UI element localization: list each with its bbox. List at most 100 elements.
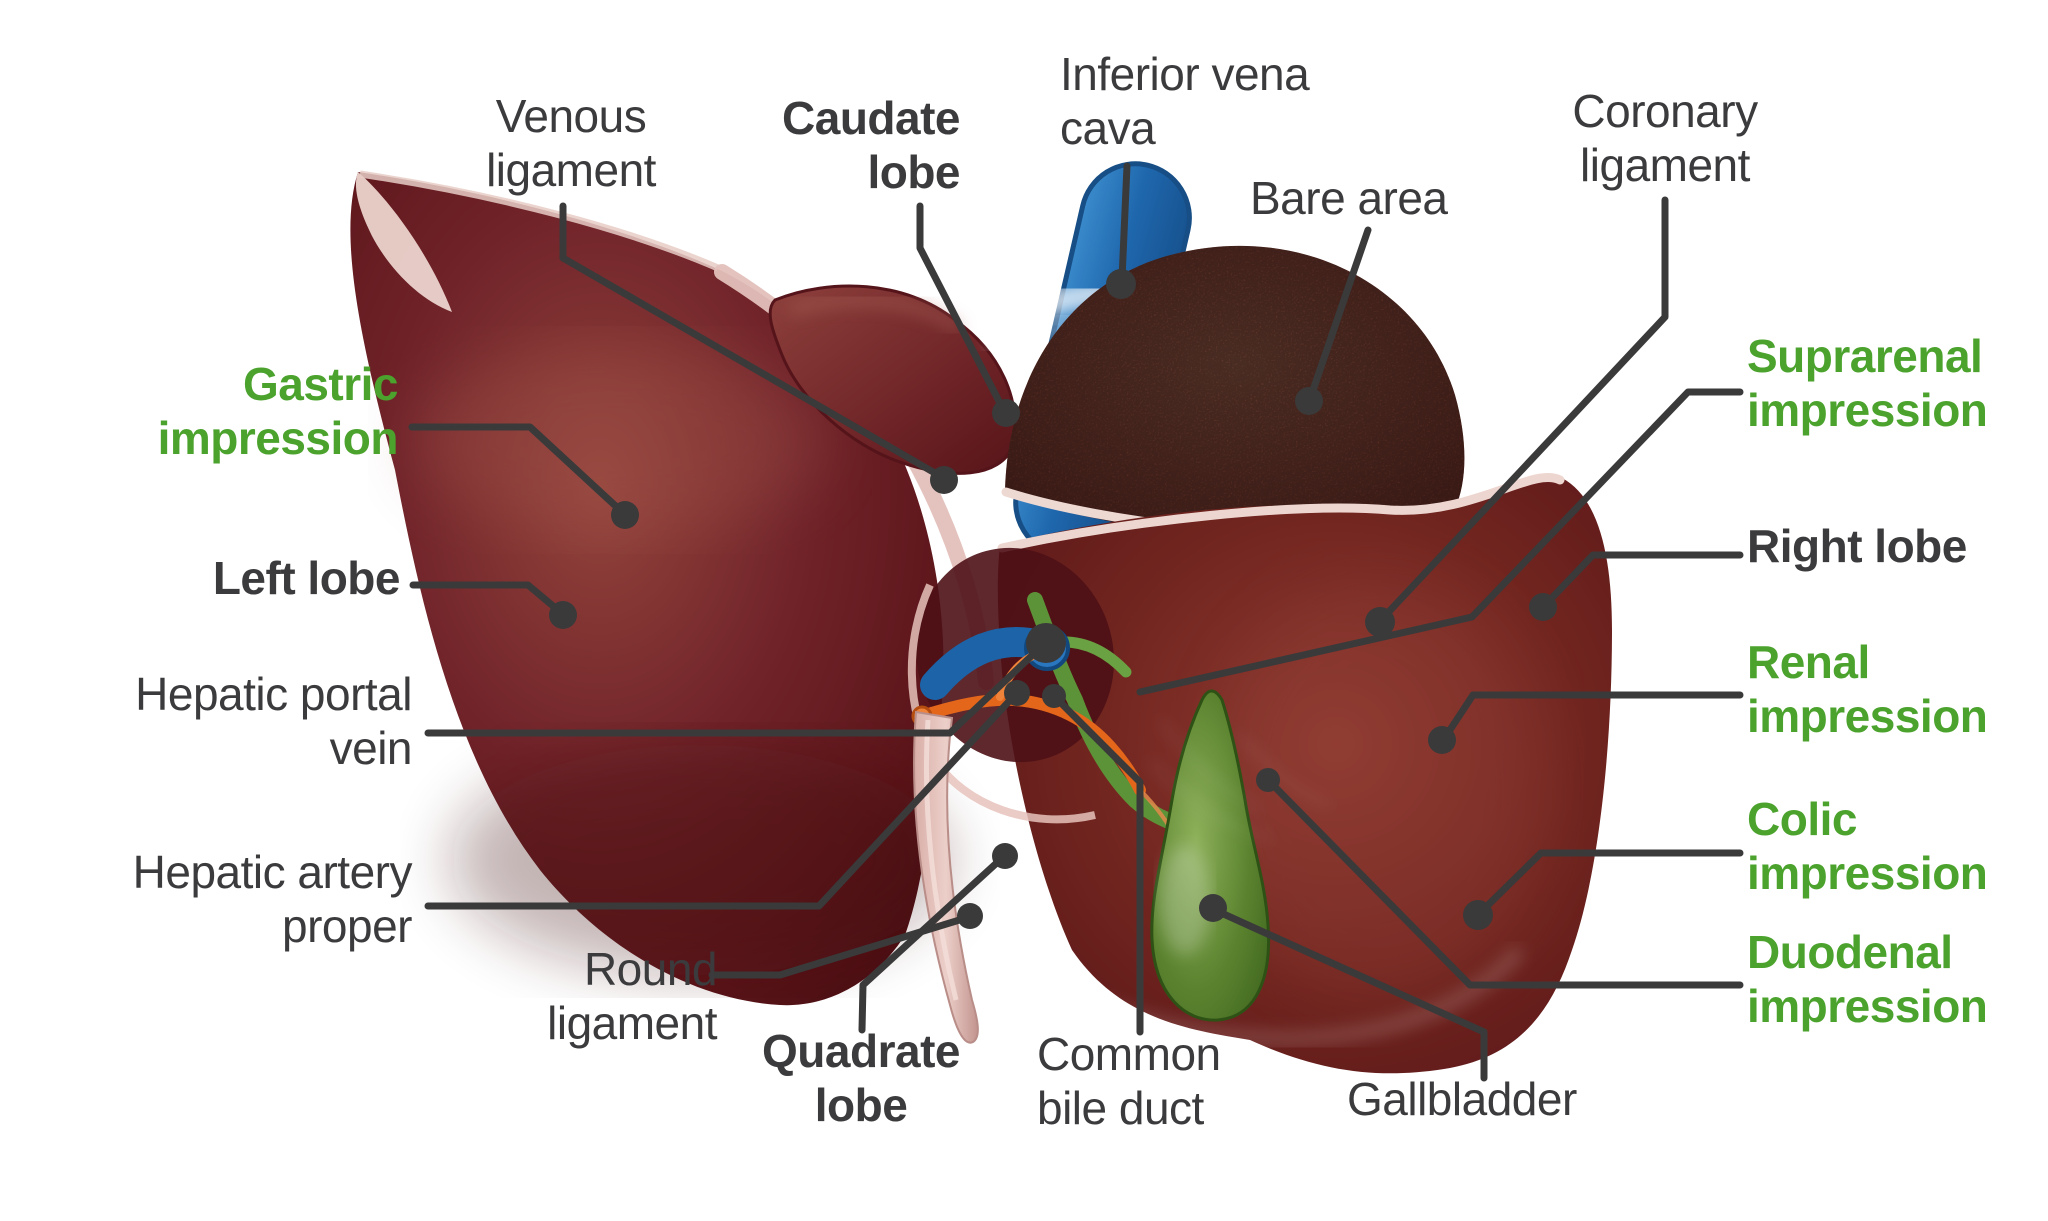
- label-bare-area-line-0: Bare area: [1250, 172, 1448, 224]
- leader-quadrate-lobe: [858, 855, 1005, 1034]
- label-gallbladder: Gallbladder: [1347, 1072, 1577, 1126]
- label-caudate-lobe-line-1: lobe: [867, 146, 960, 198]
- leader-colic-impression: [1478, 849, 1744, 915]
- label-gallbladder-line-0: Gallbladder: [1347, 1073, 1577, 1125]
- right-lobe-top-rim: [997, 473, 1565, 553]
- gallbladder-highlight: [1159, 845, 1211, 955]
- label-duodenal-impression-line-0: Duodenal: [1747, 926, 1953, 978]
- round-ligament-highlight: [923, 719, 959, 1001]
- label-common-bile-duct-line-1: bile duct: [1037, 1082, 1204, 1134]
- label-hepatic-artery-proper-line-1: proper: [282, 900, 412, 952]
- label-hepatic-artery-proper-line-0: Hepatic artery: [132, 846, 413, 898]
- label-renal-impression-line-0: Renal: [1747, 636, 1870, 688]
- leader-dot-hepatic-artery-proper: [1004, 680, 1030, 706]
- label-suprarenal-impression-line-0: Suprarenal: [1747, 330, 1983, 382]
- leader-dot-duodenal-impression: [1256, 768, 1280, 792]
- leader-dot-colic-impression: [1463, 900, 1493, 930]
- label-duodenal-impression-line-1: impression: [1747, 980, 1988, 1032]
- label-caudate-lobe-line-0: Caudate: [782, 92, 960, 144]
- leader-left-lobe: [409, 581, 563, 615]
- leader-hepatic-portal-vein: [424, 642, 1046, 737]
- label-quadrate-lobe-line-1: lobe: [814, 1079, 908, 1131]
- leader-hepatic-artery-proper: [424, 693, 1017, 910]
- leader-gastric-impression: [408, 423, 625, 515]
- leader-dot-right-lobe: [1529, 593, 1557, 621]
- leader-dot-gastric-impression: [611, 501, 639, 529]
- leader-dot-quadrate-lobe: [992, 843, 1018, 869]
- label-round-ligament-line-1: ligament: [547, 997, 717, 1049]
- peritoneal-strands: [1149, 719, 1331, 841]
- leader-suprarenal-impression: [1136, 388, 1744, 696]
- label-gastric-impression-line-0: Gastric: [242, 358, 399, 410]
- leader-bare-area: [1307, 226, 1372, 400]
- leader-venous-ligament: [559, 202, 944, 480]
- caudate-lobe-shape: [768, 284, 1017, 475]
- leader-dot-coronary-ligament: [1365, 607, 1395, 637]
- label-left-lobe: Left lobe: [212, 551, 401, 605]
- leader-dot-common-bile-duct: [1042, 684, 1066, 708]
- leader-dot-hepatic-portal-vein: [1026, 623, 1066, 663]
- leader-inferior-vena-cava: [1118, 162, 1131, 283]
- label-colic-impression-line-0: Colic: [1747, 793, 1857, 845]
- label-left-lobe-line-0: Left lobe: [212, 552, 401, 604]
- label-bare-area: Bare area: [1250, 171, 1448, 225]
- label-hepatic-portal-vein-line-1: vein: [329, 722, 413, 774]
- left-lobe-top-rim: [359, 170, 720, 272]
- leader-round-ligament: [708, 914, 970, 979]
- label-hepatic-portal-vein-line-0: Hepatic portal: [135, 668, 412, 720]
- left-lobe-sheen: [410, 345, 830, 535]
- leader-dot-bare-area: [1295, 387, 1323, 415]
- label-colic-impression-line-1: impression: [1747, 847, 1988, 899]
- leader-dot-renal-impression: [1428, 726, 1456, 754]
- leader-renal-impression: [1442, 691, 1744, 740]
- label-right-lobe: Right lobe: [1747, 519, 1967, 573]
- right-lobe-sheen: [1210, 580, 1550, 1000]
- left-lobe-apex-highlight: [355, 172, 452, 312]
- leader-common-bile-duct: [1053, 695, 1144, 1036]
- leader-caudate-lobe: [916, 202, 1007, 413]
- label-renal-impression-line-1: impression: [1747, 690, 1988, 742]
- leader-duodenal-impression: [1267, 779, 1744, 989]
- label-common-bile-duct-line-0: Common: [1037, 1028, 1221, 1080]
- label-gastric-impression-line-1: impression: [157, 412, 399, 464]
- label-quadrate-lobe-line-0: Quadrate: [762, 1025, 960, 1077]
- leader-dot-gallbladder: [1199, 894, 1227, 922]
- leader-dot-round-ligament: [957, 903, 983, 929]
- left-lobe-shadow: [450, 745, 950, 975]
- label-suprarenal-impression-line-1: impression: [1747, 384, 1988, 436]
- label-venous-ligament-line-1: ligament: [486, 144, 656, 196]
- bare-area-texture: [1005, 245, 1465, 543]
- label-venous-ligament-line-0: Venous: [495, 90, 647, 142]
- label-coronary-ligament-line-0: Coronary: [1572, 85, 1758, 137]
- label-right-lobe-line-0: Right lobe: [1747, 520, 1967, 572]
- leader-dot-inferior-vena-cava: [1106, 269, 1136, 299]
- leader-dot-caudate-lobe: [992, 399, 1020, 427]
- leader-right-lobe: [1543, 551, 1744, 607]
- leader-gallbladder: [1213, 907, 1488, 1082]
- leader-dot-left-lobe: [549, 601, 577, 629]
- round-ligament-shape: [913, 710, 979, 1044]
- label-inferior-vena-cava-line-1: cava: [1060, 102, 1156, 154]
- leader-coronary-ligament: [1379, 196, 1669, 622]
- label-round-ligament-line-0: Round: [583, 943, 718, 995]
- leader-dot-venous-ligament: [930, 466, 958, 494]
- label-inferior-vena-cava-line-0: Inferior vena: [1060, 48, 1310, 100]
- label-coronary-ligament-line-1: ligament: [1580, 139, 1750, 191]
